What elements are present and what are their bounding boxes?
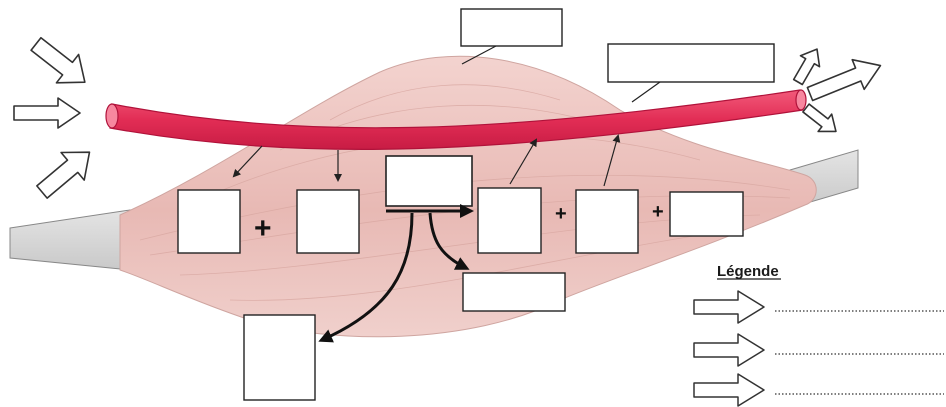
outline-arrow-icon [14,98,80,128]
operator-plus-3: + [652,201,664,223]
operator-plus-1: + [254,212,272,245]
box-product-1[interactable] [478,188,541,253]
box-product-3[interactable] [670,192,743,236]
outline-arrow-icon [30,138,101,205]
vessel-opening-right [796,90,806,110]
box-product-2[interactable] [576,190,638,253]
input-arrows [14,30,101,206]
legend: Légende [694,263,944,406]
legend-title: Légende [717,263,779,280]
outline-arrow-icon [788,44,826,88]
box-reaction[interactable] [386,156,472,206]
outline-arrow-icon [694,374,764,406]
box-byproduct[interactable] [463,273,565,311]
operator-plus-2: + [555,203,567,225]
outline-arrow-icon [694,334,764,366]
box-input-1[interactable] [178,190,240,253]
box-energy[interactable] [244,315,315,400]
vessel-opening-left [106,104,118,128]
box-vessel-label[interactable] [608,44,774,82]
box-input-2[interactable] [297,190,359,253]
outline-arrow-icon [694,291,764,323]
tendon-left [10,210,130,270]
box-muscle-label[interactable] [461,9,562,46]
outline-arrow-icon [25,30,96,97]
leader-vessel [632,82,660,102]
